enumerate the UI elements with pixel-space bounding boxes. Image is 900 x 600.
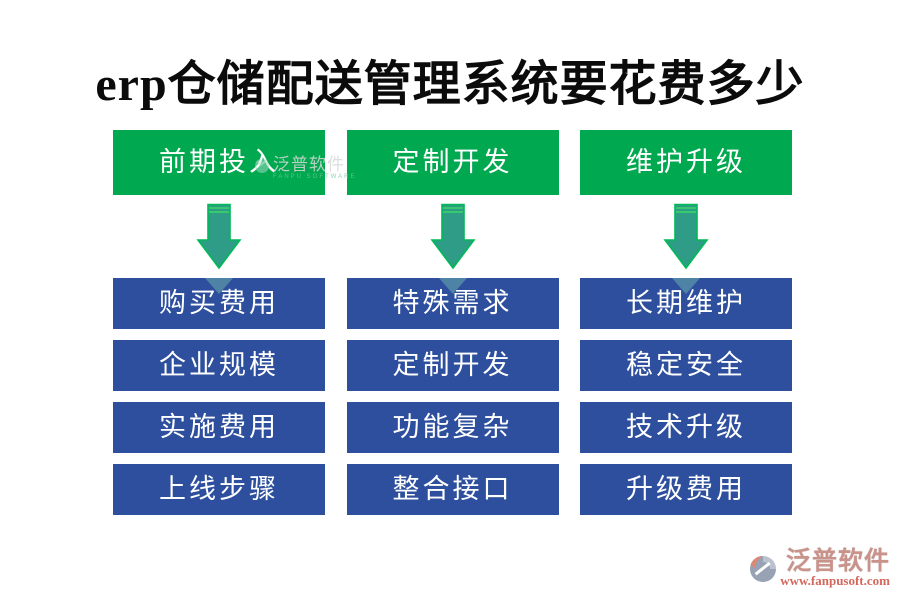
item-purchase-cost: 购买费用 [113,278,325,329]
down-arrow-icon [113,195,325,278]
fanpu-logo-icon [750,556,777,582]
item-enterprise-scale: 企业规模 [113,340,325,391]
column-custom-development: 定制开发 特殊需求 定制开发 功能复杂 整合接口 [346,130,559,515]
item-implementation-cost: 实施费用 [113,402,325,453]
page-title: erp仓储配送管理系统要花费多少 [95,58,805,111]
item-upgrade-cost: 升级费用 [580,464,792,515]
item-complex-functions: 功能复杂 [346,402,559,453]
item-technical-upgrade: 技术升级 [580,402,792,453]
item-launch-steps: 上线步骤 [113,464,325,515]
header-custom-development: 定制开发 [346,130,559,195]
item-long-term-maintenance: 长期维护 [580,278,792,329]
down-arrow-icon [580,195,792,278]
item-integration-interfaces: 整合接口 [346,464,559,515]
watermark-bottom: 泛普软件 www.fanpusoft.com [748,548,890,588]
columns-container: 前期投入 购买费用 企业规模 实施费用 上线步骤 定制开发 [113,130,792,515]
watermark-brand-text: 泛普软件 [785,547,890,575]
item-stable-secure: 稳定安全 [580,340,792,391]
down-arrow-icon [347,195,559,278]
header-maintenance-upgrade: 维护升级 [580,130,792,195]
watermark-url-text: www.fanpusoft.com [780,573,890,588]
item-special-requirements: 特殊需求 [346,278,559,329]
header-initial-investment: 前期投入 [113,130,325,195]
column-initial-investment: 前期投入 购买费用 企业规模 实施费用 上线步骤 [113,130,325,515]
column-maintenance-upgrade: 维护升级 长期维护 稳定安全 技术升级 升级费用 [580,130,792,515]
item-custom-development: 定制开发 [346,340,559,391]
